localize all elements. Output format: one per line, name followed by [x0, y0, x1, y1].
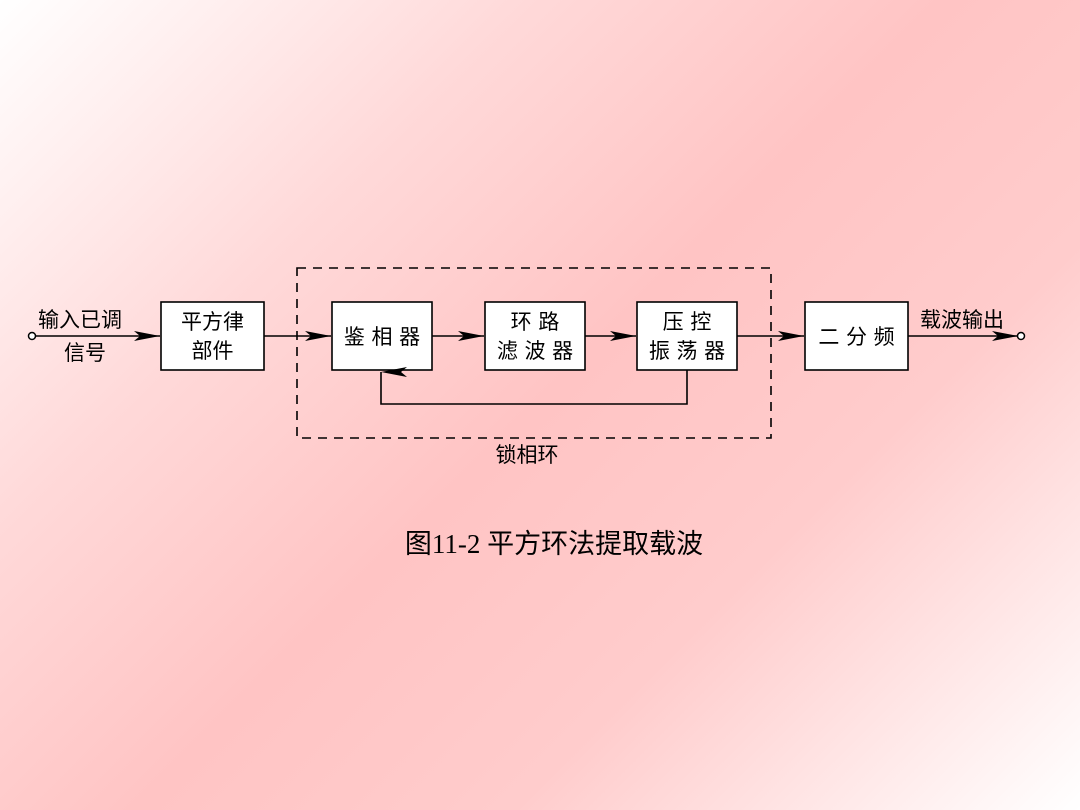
loop-filter-label-line2: 滤 波 器	[497, 339, 573, 363]
square-law-label-line1: 平方律	[181, 310, 244, 334]
feedback-wire	[380, 367, 688, 405]
output-label: 载波输出	[920, 308, 1004, 332]
vco-label-line1: 压 控	[663, 310, 712, 334]
pll-label: 锁相环	[496, 443, 559, 467]
input-terminal	[27, 331, 37, 341]
input-label-line1: 输入已调	[38, 308, 122, 332]
pll-boundary	[296, 267, 772, 439]
loop-filter-block	[484, 301, 586, 371]
output-terminal	[1016, 331, 1026, 341]
divider-label: 二 分 频	[818, 325, 894, 349]
divider-block	[804, 301, 909, 371]
square-law-label-line2: 部件	[192, 339, 234, 363]
figure-caption: 图11-2 平方环法提取载波	[405, 529, 703, 559]
input-label-line2: 信号	[64, 341, 106, 365]
loop-filter-label-line1: 环 路	[511, 310, 560, 334]
phase-detector-label: 鉴 相 器	[344, 325, 420, 349]
vco-label-line2: 振 荡 器	[649, 339, 725, 363]
